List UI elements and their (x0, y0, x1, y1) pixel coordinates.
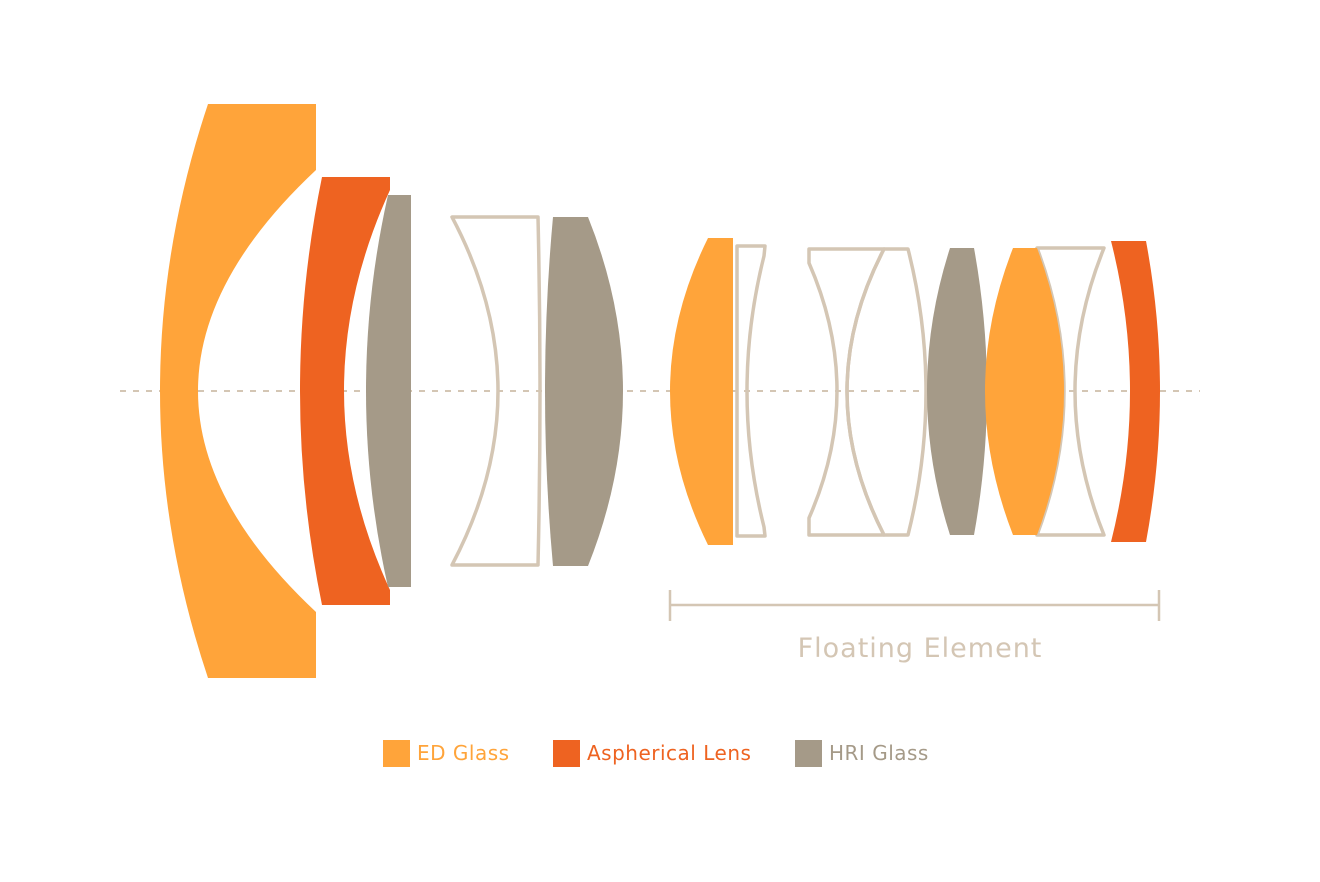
lens-element-7-plain (735, 244, 767, 538)
lens-element-3-hri (366, 195, 411, 587)
lens-element-4-plain (450, 215, 542, 567)
lens-element-13-aspherical (1111, 241, 1160, 542)
lens-element-1-ed (160, 104, 316, 678)
lens-element-11-ed (985, 248, 1064, 535)
ed-glass-swatch (383, 739, 410, 767)
legend-label: ED Glass (417, 741, 510, 765)
floating-element-label: Floating Element (798, 633, 1043, 664)
lens-element-9-plain (845, 247, 928, 537)
legend-item-aspherical-lens: Aspherical Lens (553, 739, 751, 767)
aspherical-lens-swatch (553, 739, 580, 767)
legend-item-hri-glass: HRI Glass (795, 739, 929, 767)
legend-item-ed-glass: ED Glass (383, 739, 510, 767)
lens-element-2-aspherical (300, 177, 390, 605)
lens-element-6-ed (670, 238, 733, 545)
hri-glass-swatch (795, 739, 822, 767)
lens-element-5-hri (545, 217, 623, 566)
legend-label: HRI Glass (829, 741, 929, 765)
floating-element-bracket (668, 590, 1161, 621)
legend-label: Aspherical Lens (587, 741, 752, 765)
lens-element-10-hri (927, 248, 987, 535)
